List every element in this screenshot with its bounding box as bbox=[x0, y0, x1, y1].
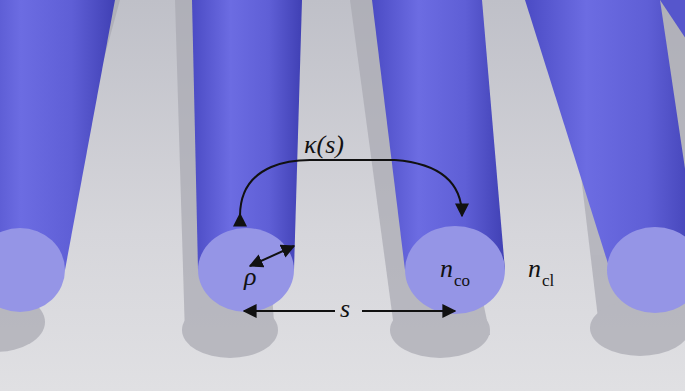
radius-label: ρ bbox=[244, 264, 256, 290]
fiber-cores bbox=[0, 0, 685, 314]
cladding-index-label: n bbox=[528, 256, 541, 282]
radius-arrow bbox=[250, 246, 294, 266]
cladding-index-subscript: cl bbox=[542, 272, 554, 289]
coupling-arrow-top bbox=[310, 159, 395, 161]
spacing-label: s bbox=[340, 296, 350, 322]
coupling-arrow bbox=[240, 160, 462, 216]
spacing-arrow-left bbox=[244, 310, 335, 312]
core-index-subscript: co bbox=[454, 272, 470, 289]
core-index-label: n bbox=[440, 256, 453, 282]
dimension-arrows bbox=[240, 160, 462, 311]
coupling-label: κ(s) bbox=[304, 132, 344, 158]
coupling-arrow-head bbox=[239, 214, 241, 216]
spacing-arrow-right bbox=[362, 310, 455, 312]
